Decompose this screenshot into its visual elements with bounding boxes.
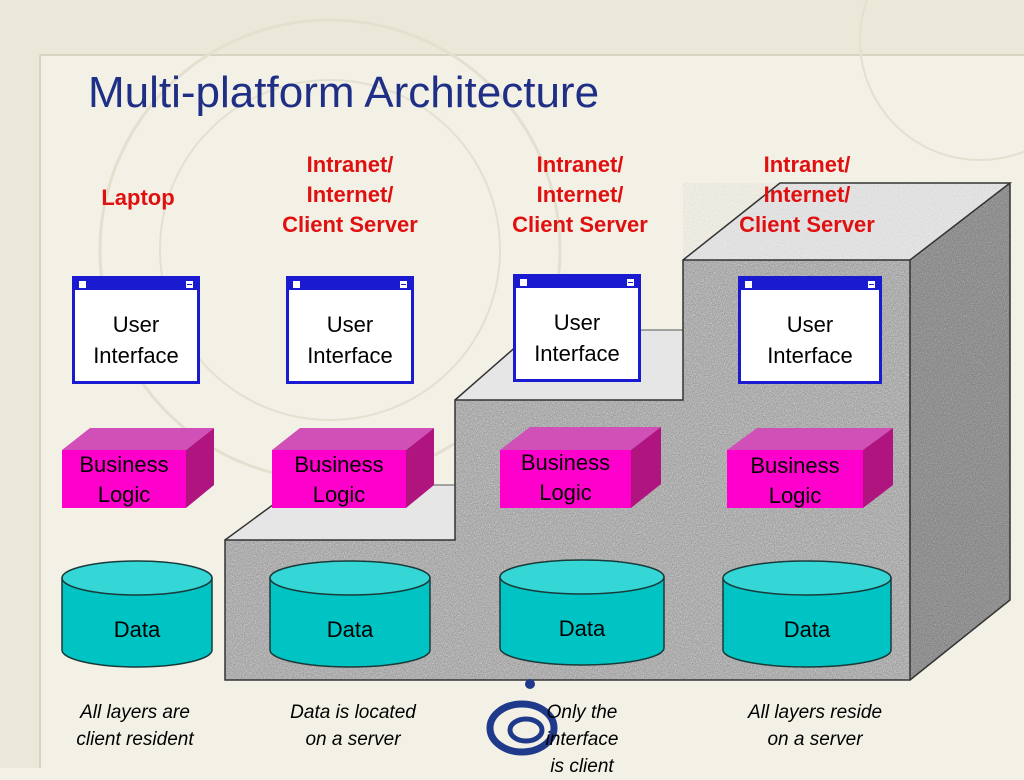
header-line: Laptop xyxy=(101,185,175,210)
caption-line: interface xyxy=(545,729,619,750)
caption-data-server: Data is located on a server xyxy=(268,699,438,753)
business-logic-label: Business Logic xyxy=(272,450,406,510)
swirl-logo-icon xyxy=(486,679,558,756)
data-cylinder xyxy=(499,559,665,666)
label-line: Logic xyxy=(97,482,151,507)
column-header-client-server: Intranet/ Internet/ Client Server xyxy=(717,150,897,240)
label-line: Interface xyxy=(93,343,179,368)
data-label: Data xyxy=(558,616,606,641)
label-line: Logic xyxy=(768,483,822,508)
caption-line: client resident xyxy=(76,729,194,750)
user-interface-label: User Interface xyxy=(75,309,197,371)
data-label: Data xyxy=(326,617,374,642)
label-line: User xyxy=(553,310,601,335)
header-line: Internet/ xyxy=(306,182,394,207)
window-menu-icon xyxy=(79,281,86,288)
window-minimize-icon xyxy=(627,279,634,286)
user-interface-label: User Interface xyxy=(516,307,638,369)
header-line: Intranet/ xyxy=(763,152,851,177)
business-logic-label: Business Logic xyxy=(62,450,186,510)
caption-line: All layers reside xyxy=(747,702,883,723)
label-line: Logic xyxy=(312,482,366,507)
window-title-bar xyxy=(75,279,197,290)
column-header-laptop: Laptop xyxy=(68,183,208,213)
label-line: Interface xyxy=(534,341,620,366)
window-title-bar xyxy=(289,279,411,290)
caption-laptop: All layers are client resident xyxy=(50,699,220,753)
header-line: Client Server xyxy=(282,212,418,237)
user-interface-window: User Interface xyxy=(72,276,200,384)
business-logic-box xyxy=(727,428,893,508)
label-line: User xyxy=(326,312,374,337)
caption-line: on a server xyxy=(767,729,863,750)
window-menu-icon xyxy=(520,279,527,286)
label-line: Interface xyxy=(767,343,853,368)
user-interface-window: User Interface xyxy=(738,276,882,384)
caption-line: on a server xyxy=(305,729,401,750)
user-interface-window: User Interface xyxy=(286,276,414,384)
window-title-bar xyxy=(516,277,638,288)
user-interface-window: User Interface xyxy=(513,274,641,382)
window-menu-icon xyxy=(293,281,300,288)
label-line: User xyxy=(112,312,160,337)
data-cylinder xyxy=(722,560,892,668)
user-interface-label: User Interface xyxy=(289,309,411,371)
caption-line: All layers are xyxy=(80,702,190,723)
label-line: Interface xyxy=(307,343,393,368)
business-logic-box xyxy=(62,428,214,508)
window-minimize-icon xyxy=(400,281,407,288)
label-line: User xyxy=(786,312,834,337)
user-interface-label: User Interface xyxy=(741,309,879,371)
label-line: Business xyxy=(520,450,611,475)
data-label: Data xyxy=(113,617,161,642)
window-menu-icon xyxy=(745,281,752,288)
window-minimize-icon xyxy=(186,281,193,288)
business-logic-box xyxy=(500,427,661,508)
header-line: Intranet/ xyxy=(306,152,394,177)
label-line: Business xyxy=(79,452,169,477)
label-line: Business xyxy=(750,453,840,478)
caption-line: Data is located xyxy=(290,702,416,723)
window-minimize-icon xyxy=(868,281,875,288)
column-header-client-server: Intranet/ Internet/ Client Server xyxy=(490,150,670,240)
data-label: Data xyxy=(783,617,831,642)
header-line: Intranet/ xyxy=(536,152,624,177)
header-line: Client Server xyxy=(739,212,875,237)
data-cylinder xyxy=(269,560,431,668)
header-line: Internet/ xyxy=(536,182,624,207)
business-logic-label: Business Logic xyxy=(500,448,631,508)
caption-all-server: All layers reside on a server xyxy=(720,699,910,753)
caption-line: Only the xyxy=(546,702,618,723)
label-line: Logic xyxy=(539,480,592,505)
label-line: Business xyxy=(294,452,384,477)
business-logic-label: Business Logic xyxy=(727,451,863,511)
slide-title: Multi-platform Architecture xyxy=(88,68,600,117)
caption-line: is client xyxy=(550,756,614,777)
data-cylinder xyxy=(61,560,213,668)
column-header-client-server: Intranet/ Internet/ Client Server xyxy=(260,150,440,240)
header-line: Internet/ xyxy=(763,182,851,207)
window-title-bar xyxy=(741,279,879,290)
business-logic-box xyxy=(272,428,434,508)
header-line: Client Server xyxy=(512,212,648,237)
